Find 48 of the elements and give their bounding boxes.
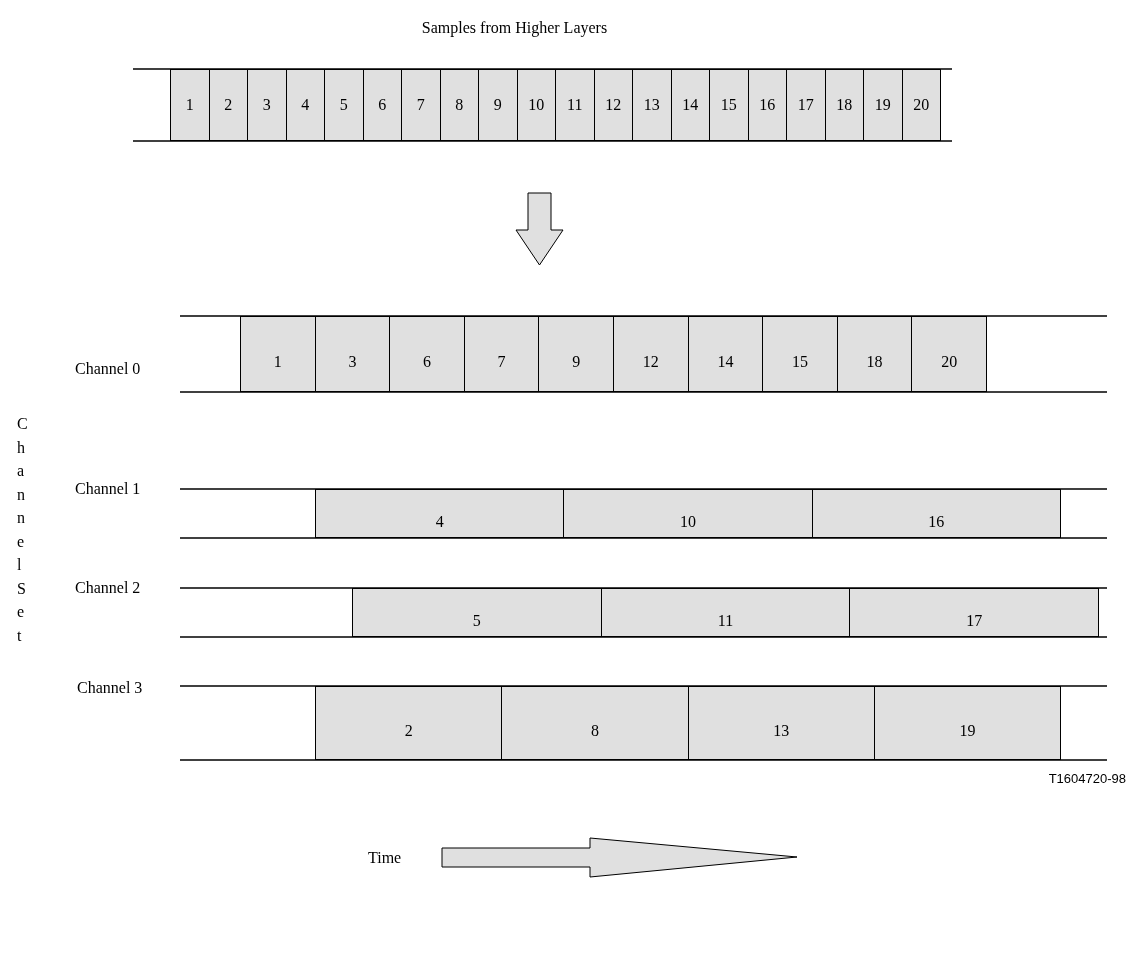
sample-cell: 2: [208, 69, 248, 141]
sample-cell: 17: [849, 588, 1099, 637]
figure-code: T1604720-98: [1048, 771, 1126, 786]
sample-cell: 10: [563, 489, 813, 538]
sample-cell: 4: [285, 69, 325, 141]
sample-cell: 12: [613, 316, 689, 392]
axis-label: Channel Set: [17, 414, 25, 646]
sample-cell: 14: [670, 69, 710, 141]
sample-cell: 19: [873, 686, 1061, 760]
sample-cell: 7: [401, 69, 441, 141]
sample-cell: 6: [389, 316, 465, 392]
sample-cell: 16: [747, 69, 787, 141]
sample-cell: 19: [863, 69, 903, 141]
sample-cell: 9: [478, 69, 518, 141]
sample-cell: 7: [463, 316, 540, 392]
sample-cell: 15: [709, 69, 749, 141]
sample-cell: 1: [170, 69, 210, 141]
sample-cell: 20: [901, 69, 941, 141]
sample-cell: 20: [911, 316, 987, 392]
sample-cell: 13: [632, 69, 672, 141]
sample-cell: 16: [811, 489, 1061, 538]
sample-cell: 2: [315, 686, 503, 760]
sample-cell: 3: [247, 69, 287, 141]
sample-cell: 18: [836, 316, 913, 392]
sample-cell: 8: [439, 69, 479, 141]
sample-cell: 3: [314, 316, 391, 392]
channel-label: Channel 2: [75, 579, 141, 597]
axis-label: Time: [368, 849, 402, 867]
sample-cell: 14: [687, 316, 764, 392]
channel-label: Channel 0: [75, 360, 141, 378]
sample-cell: 5: [352, 588, 602, 637]
sample-cell: 18: [824, 69, 864, 141]
sample-cell: 11: [555, 69, 595, 141]
diagram-title: Samples from Higher Layers: [420, 19, 609, 37]
sample-cell: 8: [501, 686, 689, 760]
sample-cell: 4: [315, 489, 565, 538]
sample-cell: 6: [362, 69, 402, 141]
channel-label: Channel 1: [75, 480, 141, 498]
sample-cell: 15: [762, 316, 838, 392]
sample-cell: 9: [538, 316, 614, 392]
sample-cell: 11: [600, 588, 851, 637]
sample-cell: 1: [240, 316, 316, 392]
sample-cell: 10: [516, 69, 556, 141]
sample-cell: 12: [593, 69, 633, 141]
sample-cell: 5: [324, 69, 364, 141]
channel-label: Channel 3: [77, 679, 143, 697]
sample-cell: 13: [687, 686, 875, 760]
sample-cell: 17: [786, 69, 826, 141]
